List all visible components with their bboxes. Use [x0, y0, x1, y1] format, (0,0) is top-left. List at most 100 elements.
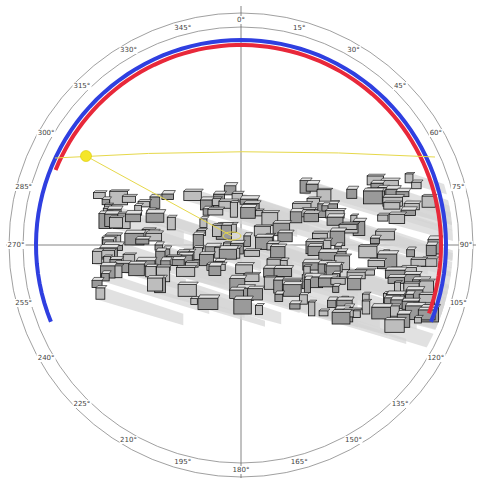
building-roof [103, 237, 116, 240]
building-roof [280, 258, 289, 260]
azimuth-label: 345° [173, 24, 192, 32]
building-roof [275, 291, 285, 294]
building-roof [353, 309, 362, 310]
building-roof [347, 270, 367, 272]
building-roof [155, 242, 164, 245]
building-roof [306, 239, 325, 241]
building-face [378, 215, 388, 221]
building-roof [283, 282, 303, 285]
sun-ray [86, 156, 232, 236]
building-face [372, 307, 391, 319]
building-roof [241, 204, 258, 207]
building-roof [404, 201, 421, 203]
building-face [147, 278, 162, 291]
building-roof [101, 262, 117, 265]
building-roof [326, 262, 342, 265]
building-shadows [93, 174, 482, 363]
winter-sun-arc [36, 40, 446, 322]
building-roof [335, 254, 352, 256]
building-roof [404, 272, 422, 275]
building-roof [355, 268, 376, 270]
building-roof [368, 258, 387, 260]
building-roof [333, 284, 341, 287]
azimuth-label: 120° [426, 354, 445, 362]
azimuth-label: 180° [232, 466, 251, 474]
building-roof [209, 262, 223, 266]
building-roof [363, 292, 372, 294]
building-roof [109, 216, 124, 218]
building-face [208, 209, 223, 215]
building-roof [304, 276, 312, 279]
building-face [384, 203, 400, 210]
building-face [234, 299, 251, 314]
building-roof [110, 257, 124, 260]
building-roof [396, 188, 411, 191]
building-roof [388, 275, 406, 278]
building-roof [385, 267, 407, 270]
building-roof [184, 189, 203, 191]
building-roof [371, 180, 385, 183]
building-face [122, 196, 135, 202]
building-roof [411, 257, 428, 259]
building-roof [262, 211, 280, 213]
building-roof [167, 215, 177, 217]
building-roof [339, 223, 359, 224]
building-roof [363, 188, 384, 191]
building-face [290, 212, 302, 223]
building-roof [244, 249, 261, 251]
building-roof [147, 276, 164, 278]
building-face [415, 317, 422, 323]
building-face [176, 267, 194, 276]
building-roof [110, 190, 130, 191]
building-face [309, 302, 315, 316]
building-face [306, 184, 318, 191]
building-face [275, 294, 283, 301]
building-roof [282, 278, 303, 280]
building-roof [333, 271, 342, 273]
azimuth-label: 225° [72, 400, 91, 408]
building-roof [177, 250, 190, 252]
building-roof [319, 249, 339, 252]
building-face [368, 260, 385, 266]
building-roof [178, 282, 198, 284]
building-face [411, 259, 426, 266]
sun-path-line [55, 152, 435, 158]
building-face [333, 286, 339, 292]
azimuth-label: 60° [429, 129, 443, 137]
building-roof [105, 211, 120, 214]
shadow [419, 281, 482, 312]
building-face [278, 233, 292, 242]
shadow [418, 310, 482, 351]
building-roof [244, 201, 261, 204]
building-face [347, 189, 357, 198]
building-roof [230, 287, 246, 290]
building-roof [161, 257, 172, 261]
building-roof [271, 244, 287, 246]
building-roof [307, 197, 321, 199]
building-roof [186, 261, 201, 262]
building-roof [172, 257, 186, 260]
building-face [313, 233, 328, 239]
azimuth-label: 285° [14, 183, 33, 191]
building-roof [308, 244, 324, 247]
shadow [343, 307, 475, 362]
building-roof [378, 213, 390, 215]
building-roof [166, 255, 182, 256]
building-roof [353, 218, 367, 221]
city-model [92, 173, 443, 333]
building-roof [248, 286, 265, 288]
building-roof [304, 211, 321, 213]
building-face [244, 274, 259, 282]
building-roof [123, 253, 137, 254]
building-roof [162, 191, 176, 194]
building-roof [384, 201, 402, 203]
building-face [290, 304, 300, 309]
building-roof [254, 225, 272, 226]
building-roof [236, 263, 255, 265]
building-roof [93, 249, 104, 251]
building-roof [125, 210, 142, 213]
azimuth-label: 30° [346, 46, 360, 54]
building-roof [156, 248, 167, 251]
azimuth-label: 210° [119, 436, 138, 444]
